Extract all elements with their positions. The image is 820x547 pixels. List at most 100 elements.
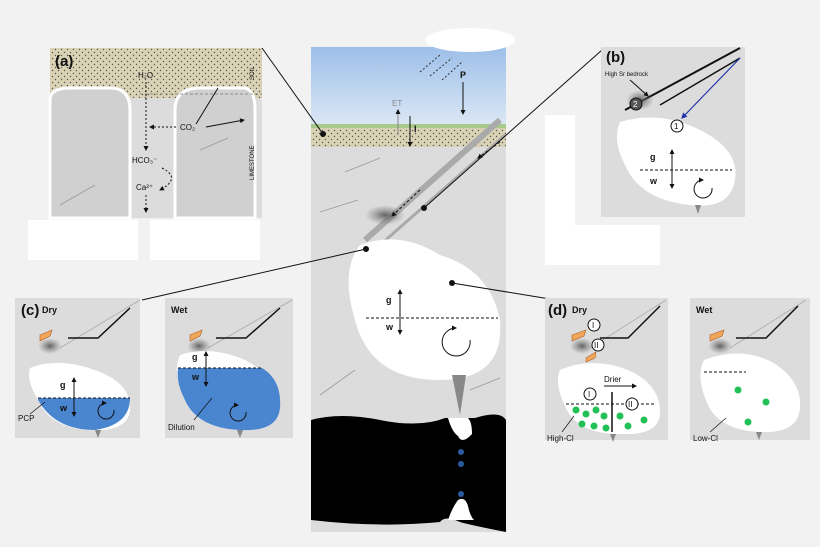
zoom-line-a <box>261 47 324 135</box>
ion-dot <box>734 386 742 394</box>
center-soil-layer <box>311 127 506 147</box>
bedrock-edge <box>68 307 131 339</box>
flow-arrow <box>391 189 421 217</box>
zoom-line-c <box>141 248 367 301</box>
zoom-line-b <box>423 49 603 209</box>
flow-arrow-orange <box>585 351 597 363</box>
panel-b-w-label: w <box>649 176 658 186</box>
fracture-line <box>199 137 229 151</box>
low-cl-label: Low-Cl <box>693 434 718 443</box>
panel-c-wet-title: Wet <box>171 305 187 315</box>
fracture-line <box>319 199 359 213</box>
marker-i-circle <box>583 387 597 401</box>
root-line-1 <box>195 87 219 125</box>
panel-c-wet-g-label: g <box>192 352 198 362</box>
white-box <box>560 225 660 265</box>
conduit-line <box>59 299 141 349</box>
pcp-pointer <box>29 401 46 415</box>
marker-1-circle <box>670 119 684 133</box>
fracture-line <box>344 157 381 173</box>
grass-strip <box>311 124 506 128</box>
sky <box>311 47 506 127</box>
marker-ii-label: II <box>594 341 598 350</box>
rain-line <box>441 61 463 81</box>
center-mixing-arrow <box>441 325 471 357</box>
panel-c-dry-g-label: g <box>60 380 66 390</box>
high-cl-label: High-Cl <box>547 434 574 443</box>
center-g-label: g <box>386 295 392 305</box>
panel-c-dry: (c) Dry g w PCP <box>15 298 141 438</box>
ion-dot <box>602 424 610 432</box>
bedrock-shade <box>187 338 211 354</box>
fracture-line <box>469 377 501 391</box>
bedrock-edge <box>736 305 799 339</box>
root-line-2 <box>205 118 245 128</box>
stalagmite <box>448 498 474 520</box>
conduit-line <box>729 299 807 349</box>
panel-b-mixing-arrow <box>693 177 713 199</box>
bedrock-label: High Sr bedrock <box>605 72 649 78</box>
cave-passage <box>311 414 506 532</box>
limestone-block-right <box>173 86 257 220</box>
flow-arrow-orange <box>39 329 53 342</box>
hco3-label: HCO₃⁻ <box>132 156 157 165</box>
rain-line <box>419 54 441 73</box>
panel-a: (a) SOIL LIMESTONE H₂O CO₂ HCO₃⁻ Ca²⁺ <box>28 48 262 260</box>
ion-dot <box>616 412 624 420</box>
dilution-label: Dilution <box>168 423 195 432</box>
drip-marker <box>237 430 243 438</box>
panel-d-label: (d) <box>548 302 567 319</box>
ion-dot <box>592 406 600 414</box>
bedrock-edge <box>659 57 741 106</box>
panel-c-dry-water <box>38 398 130 430</box>
low-cl-pointer <box>709 417 727 433</box>
ca-label: Ca²⁺ <box>136 183 153 192</box>
panel-c-wet-mixing-arrow <box>229 402 247 422</box>
ion-dot <box>640 416 648 424</box>
panel-c-wet: Wet g w Dilution <box>165 298 293 438</box>
white-box <box>28 220 138 260</box>
infiltration-label: I <box>414 124 417 134</box>
ion-dot <box>600 412 608 420</box>
bedrock-shade <box>570 338 594 354</box>
bedrock-edge <box>600 305 661 339</box>
ion-dot <box>572 406 580 414</box>
limestone-label: LIMESTONE <box>250 145 256 180</box>
fast-flow-arrow <box>681 57 741 119</box>
panel-b-reservoir <box>616 117 736 206</box>
ion-dot <box>582 410 590 418</box>
panel-d-dry-title: Dry <box>572 305 587 315</box>
fracture-line <box>59 184 96 206</box>
marker-1-label: 1 <box>674 122 679 131</box>
drier-label: Drier <box>604 375 622 384</box>
panel-b-g-label: g <box>650 152 656 162</box>
limestone-block-left <box>48 86 132 220</box>
marker-i-circle <box>587 318 601 332</box>
chloride-ions <box>572 406 648 432</box>
pcp-label: PCP <box>18 414 34 423</box>
ion-dot <box>744 418 752 426</box>
panel-b-label: (b) <box>606 49 625 66</box>
rain-line <box>429 57 453 77</box>
stalactite <box>448 418 472 441</box>
ion-dot <box>590 422 598 430</box>
panel-c-wet-w-label: w <box>191 372 200 382</box>
conduit-line <box>207 299 293 349</box>
water-drop <box>458 449 464 455</box>
precip-label: P <box>460 70 466 80</box>
water-drop <box>458 461 464 467</box>
marker-ii-label: II <box>628 400 632 409</box>
bedrock-edge <box>216 307 281 339</box>
conduit-line <box>589 299 667 349</box>
bedrock-shade <box>38 338 62 354</box>
marker-ii-circle <box>625 397 639 411</box>
h2o-label: H₂O <box>138 71 153 80</box>
ion-dot <box>578 420 586 428</box>
bedrock-shade <box>365 205 405 225</box>
conduit <box>379 133 506 247</box>
panel-c-dry-w-label: w <box>59 403 68 413</box>
ion-dot <box>624 422 632 430</box>
soil-label: SOIL <box>250 66 256 80</box>
flow-arrow <box>477 141 501 159</box>
